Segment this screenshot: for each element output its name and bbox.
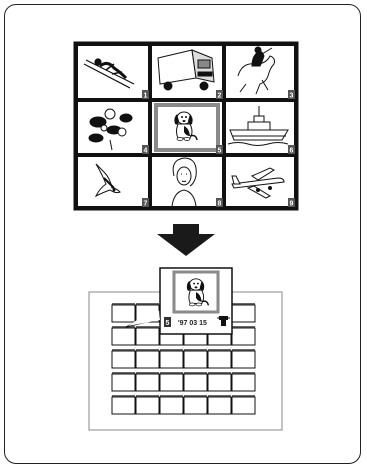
down-arrow-icon (157, 224, 215, 256)
calendar-cell[interactable] (136, 374, 159, 391)
thumbnail-7[interactable]: 7 (77, 156, 149, 208)
calendar-cell[interactable] (136, 328, 159, 345)
thumbnail-2[interactable]: 2 (151, 45, 223, 100)
calendar-cell[interactable] (232, 351, 255, 368)
calendar-cell[interactable] (160, 351, 183, 368)
calendar-cell[interactable] (232, 374, 255, 391)
thumbnail-number: 8 (218, 201, 222, 208)
thumbnail-5[interactable]: 5 (151, 101, 223, 155)
calendar-cell[interactable] (232, 305, 255, 322)
thumbnail-9[interactable]: 9 (225, 156, 295, 208)
calendar-cell[interactable] (208, 374, 231, 391)
thumbnail-3[interactable]: 3 (225, 45, 295, 100)
thumbnail-4[interactable]: 4 (77, 101, 149, 155)
thumbnail-number: 2 (218, 93, 222, 100)
thumbnail-number: 9 (290, 201, 294, 208)
calendar-cell[interactable] (160, 374, 183, 391)
preview-number: 5 (166, 320, 170, 327)
calendar-cell[interactable] (184, 351, 207, 368)
thumbnail-6[interactable]: 6 (225, 101, 295, 155)
preview-date: '97 03 15 (178, 320, 207, 327)
calendar-cell[interactable] (112, 328, 135, 345)
thumbnail-number: 7 (144, 201, 148, 208)
thumbnail-1[interactable]: 1 (77, 45, 149, 100)
calendar-cell[interactable] (160, 397, 183, 414)
thumbnail-number: 3 (290, 93, 294, 100)
calendar-cell[interactable] (184, 397, 207, 414)
thumbnail-number: 6 (290, 148, 294, 155)
calendar-cell[interactable] (112, 305, 135, 322)
thumbnail-number: 4 (144, 148, 148, 155)
calendar-cell[interactable] (112, 374, 135, 391)
thumbnail-number: 5 (218, 148, 222, 155)
thumbnail-grid: 1 2 3 (75, 43, 297, 209)
calendar-cell[interactable] (208, 351, 231, 368)
calendar-cell[interactable] (232, 328, 255, 345)
calendar-cell[interactable] (112, 397, 135, 414)
calendar-cell[interactable] (136, 351, 159, 368)
calendar-cell[interactable] (232, 397, 255, 414)
calendar-cell[interactable] (208, 397, 231, 414)
calendar-cell[interactable] (184, 374, 207, 391)
calendar-cell[interactable] (112, 351, 135, 368)
calendar-cell[interactable] (136, 397, 159, 414)
thumbnail-8[interactable]: 8 (151, 156, 223, 208)
thumbnail-number: 1 (144, 93, 148, 100)
